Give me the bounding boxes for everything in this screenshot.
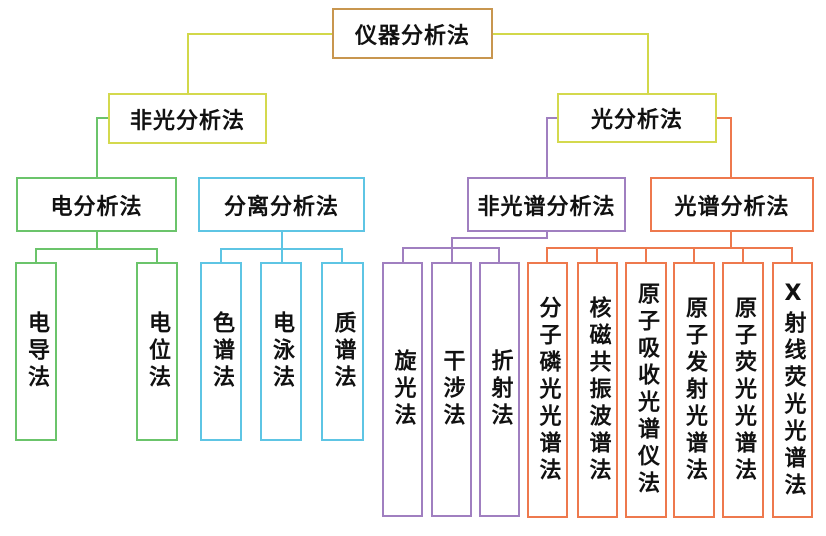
leaf-molecular-phosphorescence-label: 分子磷光光谱法 xyxy=(535,295,561,485)
leaf-interferometry: 干涉法 xyxy=(431,262,472,517)
connector-separation-stub xyxy=(281,232,283,262)
leaf-chromatography-label: 色谱法 xyxy=(209,311,234,392)
leaf-refractometry: 折射法 xyxy=(479,262,520,517)
leaf-atomic-emission: 原子发射光谱法 xyxy=(673,262,715,518)
connector-spectral-stub xyxy=(730,232,732,249)
node-separation-label: 分离分析法 xyxy=(223,194,339,220)
connector-nonoptical-electro-v xyxy=(96,117,98,177)
connector-optical-spectral-h xyxy=(716,117,732,119)
leaf-nmr: 核磁共振波谱法 xyxy=(577,262,618,518)
connector-spectral-drop-2 xyxy=(596,247,598,262)
leaf-xray-fluorescence-label: X射线荧光光谱法 xyxy=(780,280,806,500)
connector-electro-drop-2 xyxy=(156,248,158,262)
connector-nonspectral-drop-1 xyxy=(402,247,404,262)
connector-electro-bar xyxy=(35,248,158,250)
leaf-electrophoresis: 电泳法 xyxy=(260,262,302,441)
leaf-atomic-fluorescence: 原子荧光光谱法 xyxy=(722,262,764,518)
connector-optical-nonspectral-h xyxy=(546,117,558,119)
connector-optical-nonspectral-v xyxy=(546,117,548,177)
leaf-atomic-absorption: 原子吸收光谱仪法 xyxy=(625,262,667,518)
connector-spectral-drop-4 xyxy=(693,247,695,262)
connector-nonoptical-electro-h xyxy=(96,117,110,119)
node-non-optical: 非光分析法 xyxy=(108,93,267,144)
node-root-label: 仪器分析法 xyxy=(354,23,470,49)
leaf-mass-spectrometry: 质谱法 xyxy=(321,262,364,441)
connector-root-right-drop xyxy=(647,33,649,93)
leaf-xray-fluorescence: X射线荧光光谱法 xyxy=(772,262,813,518)
leaf-nmr-label: 核磁共振波谱法 xyxy=(585,295,611,485)
connector-spectral-drop-3 xyxy=(645,247,647,262)
connector-spectral-bar xyxy=(546,247,793,249)
connector-nonspectral-jog xyxy=(451,237,548,239)
connector-optical-spectral-v xyxy=(730,117,732,177)
leaf-atomic-fluorescence-label: 原子荧光光谱法 xyxy=(731,295,756,485)
leaf-atomic-absorption-label: 原子吸收光谱仪法 xyxy=(634,282,659,498)
leaf-potentiometry: 电位法 xyxy=(136,262,178,441)
connector-nonspectral-bar xyxy=(402,247,500,249)
node-non-spectral: 非光谱分析法 xyxy=(467,177,626,232)
leaf-polarimetry: 旋光法 xyxy=(382,262,423,517)
leaf-electrophoresis-label: 电泳法 xyxy=(269,311,294,392)
node-spectral: 光谱分析法 xyxy=(650,177,814,232)
connector-spectral-drop-1 xyxy=(546,247,548,262)
node-optical: 光分析法 xyxy=(557,93,717,143)
connector-spectral-drop-6 xyxy=(791,247,793,262)
leaf-polarimetry-label: 旋光法 xyxy=(390,349,416,430)
node-non-spectral-label: 非光谱分析法 xyxy=(477,194,616,220)
node-spectral-label: 光谱分析法 xyxy=(674,194,790,220)
leaf-conductometry: 电导法 xyxy=(15,262,57,441)
leaf-conductometry-label: 电导法 xyxy=(24,311,49,392)
connector-root-right xyxy=(493,33,649,35)
leaf-interferometry-label: 干涉法 xyxy=(439,349,465,430)
connector-nonspectral-stub xyxy=(546,232,548,239)
connector-nonspectral-drop-3 xyxy=(498,247,500,262)
node-separation: 分离分析法 xyxy=(198,177,365,232)
leaf-atomic-emission-label: 原子发射光谱法 xyxy=(682,295,707,485)
connector-root-left xyxy=(187,33,332,35)
connector-spectral-drop-5 xyxy=(742,247,744,262)
node-electro: 电分析法 xyxy=(16,177,177,232)
leaf-molecular-phosphorescence: 分子磷光光谱法 xyxy=(527,262,568,518)
connector-separation-drop-1 xyxy=(220,248,222,262)
connector-separation-drop-3 xyxy=(341,248,343,262)
node-non-optical-label: 非光分析法 xyxy=(129,108,245,134)
node-root: 仪器分析法 xyxy=(332,8,493,59)
node-electro-label: 电分析法 xyxy=(50,194,143,220)
leaf-refractometry-label: 折射法 xyxy=(487,349,513,430)
leaf-chromatography: 色谱法 xyxy=(200,262,242,441)
connector-electro-drop-1 xyxy=(35,248,37,262)
leaf-mass-spectrometry-label: 质谱法 xyxy=(330,311,356,392)
connector-separation-bar xyxy=(220,248,343,250)
connector-electro-stub xyxy=(96,232,98,249)
connector-root-left-drop xyxy=(187,33,189,93)
node-optical-label: 光分析法 xyxy=(590,108,683,133)
connector-nonspectral-drop-2 xyxy=(451,237,453,262)
leaf-potentiometry-label: 电位法 xyxy=(145,311,170,392)
